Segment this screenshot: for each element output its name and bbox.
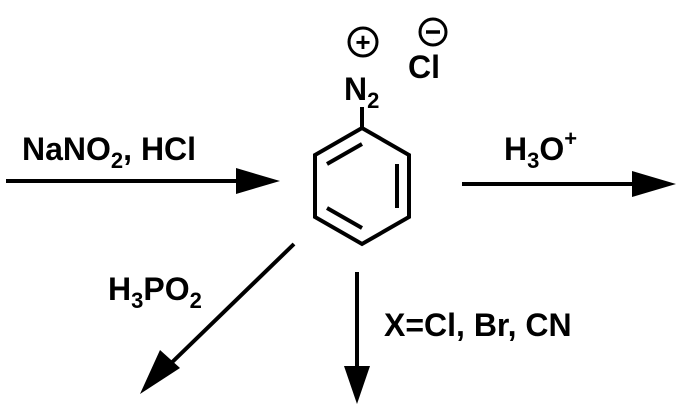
- sandmeyer-reagent: X=Cl, Br, CN: [384, 307, 572, 343]
- svg-text:+: +: [355, 27, 370, 57]
- svg-text:−: −: [433, 39, 434, 41]
- positive-charge-icon: +: [347, 26, 379, 58]
- reduction-arrow: [140, 242, 296, 394]
- negative-charge-icon: −: [418, 17, 448, 47]
- benzene-ring: [313, 125, 411, 247]
- hydrolysis-arrow: [462, 171, 676, 197]
- double-bond-1: [326, 142, 363, 166]
- diazonium-group-label: N2: [344, 71, 379, 113]
- sandmeyer-arrow: [344, 272, 370, 404]
- diazotization-reagent: NaNO2, HCl: [22, 131, 196, 173]
- hydrolysis-reagent: H3O+: [504, 126, 577, 173]
- chloride-counterion: Cl: [408, 49, 440, 85]
- double-bond-3: [326, 206, 363, 230]
- diazotization-arrow: [6, 168, 280, 194]
- benzenediazonium-structure: N2 + Cl −: [313, 17, 448, 247]
- reduction-reagent: H3PO2: [108, 271, 202, 313]
